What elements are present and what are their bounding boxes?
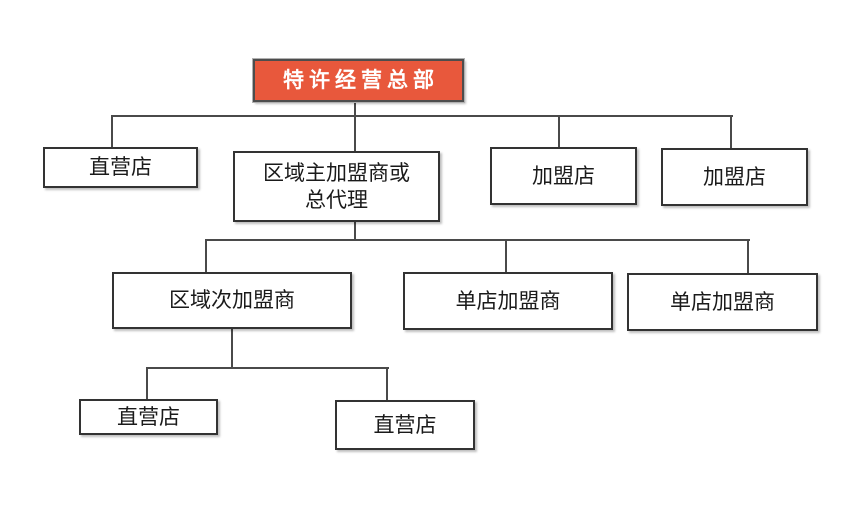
node-single-store-franchisee-a-label: 单店加盟商 [455,289,561,313]
node-franchise-store-a-label: 加盟店 [532,164,595,188]
node-direct-store-c: 直营店 [335,400,475,450]
connector-drop-single-store-b [747,239,749,274]
node-regional-master-franchisee: 区域主加盟商或 总代理 [233,151,440,222]
node-regional-master-franchisee-label: 区域主加盟商或 总代理 [263,161,410,212]
node-direct-store-a-label: 直营店 [89,156,152,179]
connector-level1-rail [111,115,733,117]
connector-drop-direct-store-c [386,367,388,401]
node-regional-sub-franchisee: 区域次加盟商 [112,272,352,329]
node-direct-store-a: 直营店 [43,147,198,188]
connector-drop-single-store-a [505,239,507,273]
connector-sub-stem [231,328,233,368]
connector-hq-stem [354,101,356,151]
connector-drop-direct-store-b [146,367,148,400]
node-franchise-store-a: 加盟店 [490,147,637,205]
connector-drop-direct-store-a [111,115,113,148]
node-franchise-headquarters-label: 特许经营总部 [283,69,439,92]
connector-level3-rail [146,367,389,369]
connector-drop-franchise-store-b [730,115,732,149]
node-single-store-franchisee-b: 单店加盟商 [627,273,818,331]
connector-drop-franchise-store-a [558,115,560,148]
connector-level2-rail [205,239,750,241]
node-single-store-franchisee-a: 单店加盟商 [403,272,613,330]
node-single-store-franchisee-b-label: 单店加盟商 [670,290,775,314]
node-franchise-headquarters: 特许经营总部 [253,59,464,102]
node-direct-store-b: 直营店 [79,399,218,435]
node-franchise-store-b-label: 加盟店 [703,165,766,189]
node-direct-store-c-label: 直营店 [373,413,437,437]
connector-drop-regional-sub [205,239,207,273]
node-direct-store-b-label: 直营店 [117,405,180,429]
connector-master-stem [354,220,356,240]
node-regional-sub-franchisee-label: 区域次加盟商 [169,289,295,312]
node-franchise-store-b: 加盟店 [661,148,808,206]
